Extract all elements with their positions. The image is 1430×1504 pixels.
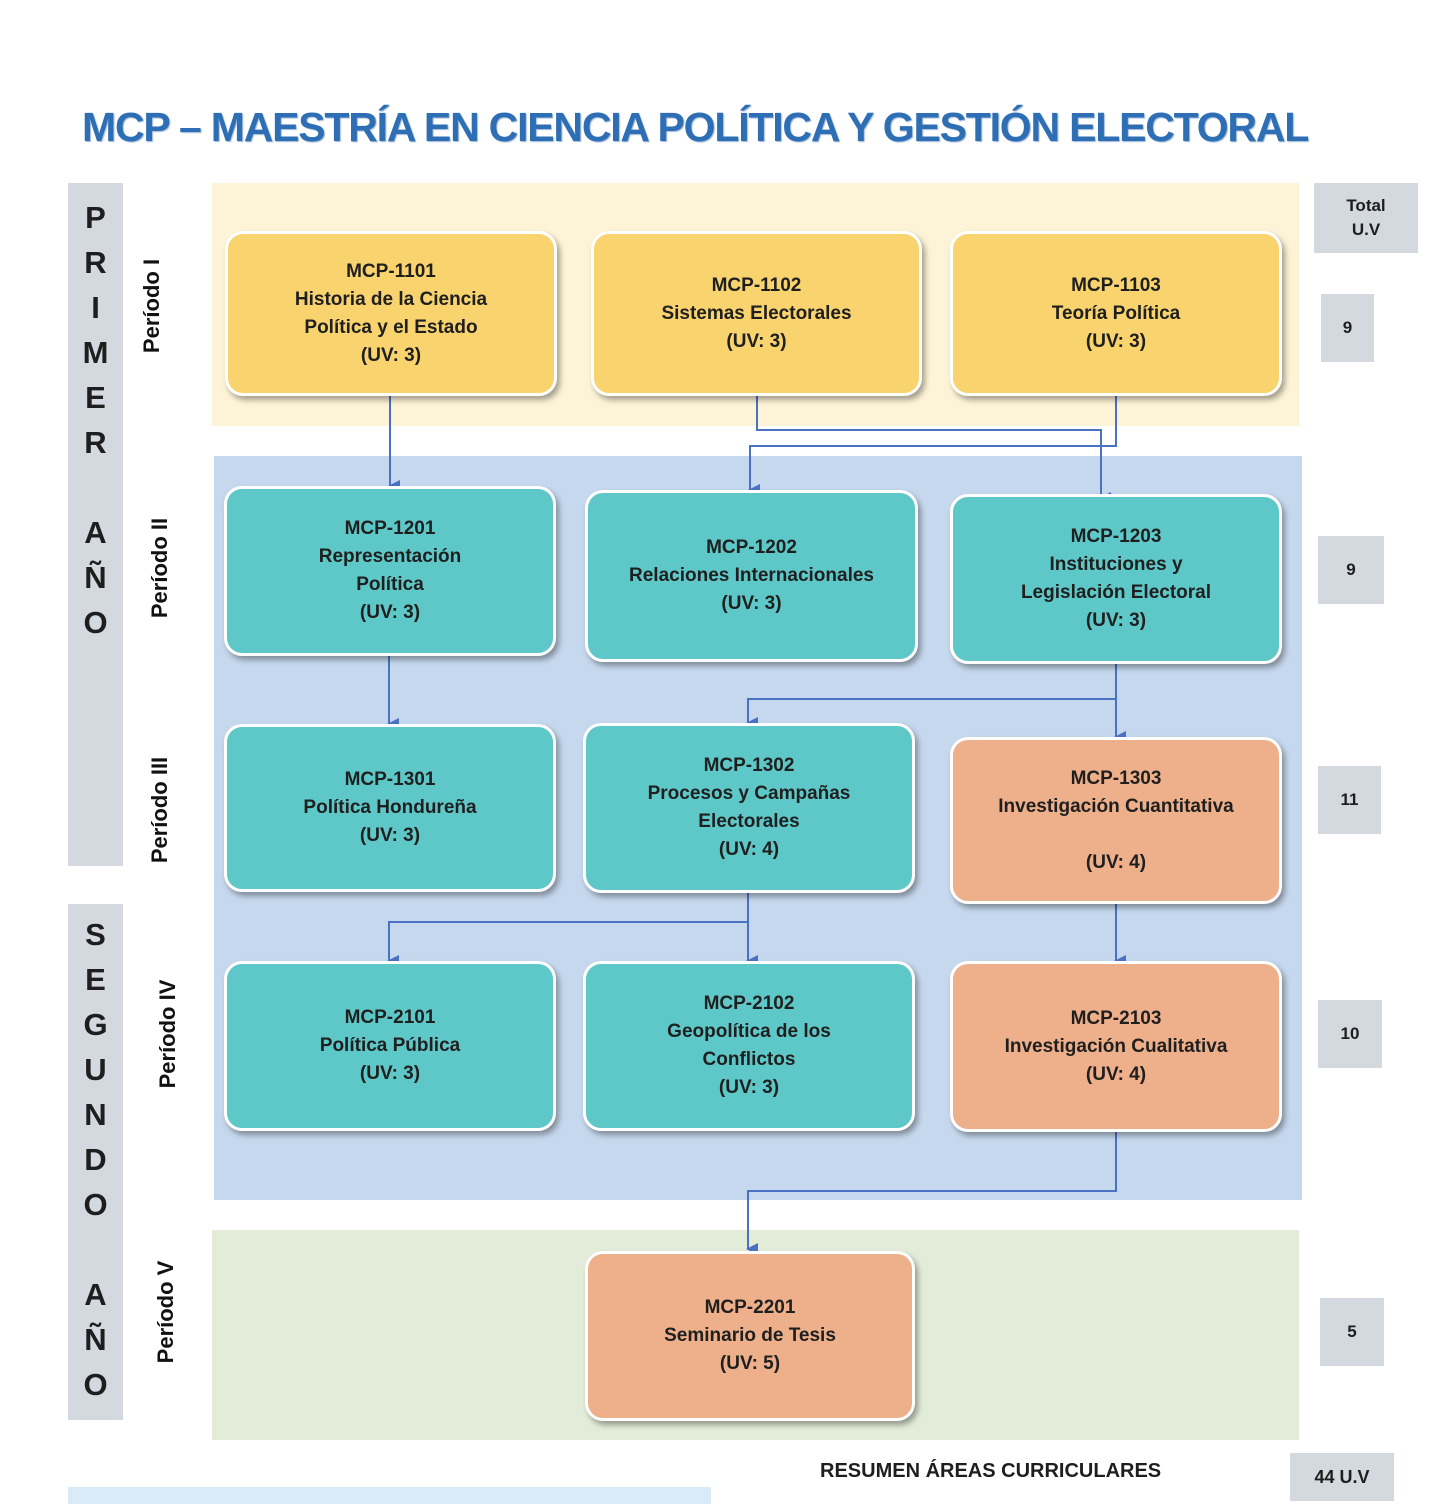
connector-1302-2101 [387, 892, 749, 967]
year-letter: O [83, 605, 108, 640]
course-code: MCP-1302 [703, 755, 795, 776]
course-name-line1: Procesos y Campañas [647, 783, 851, 804]
course-code: MCP-2101 [344, 1007, 436, 1028]
year-letter: S [85, 917, 106, 952]
course-code: MCP-2102 [703, 993, 795, 1014]
year-letter: M [82, 335, 109, 370]
summary-areas-label: RESUMEN ÁREAS CURRICULARES [820, 1460, 1162, 1482]
course-code: MCP-2201 [704, 1297, 796, 1318]
uv-total-period-3: 11 [1318, 766, 1381, 834]
course-code: MCP-1103 [1071, 274, 1161, 296]
course-code: MCP-1203 [1070, 526, 1162, 547]
course-uv: (UV: 3) [1085, 610, 1147, 631]
course-uv: (UV: 4) [1085, 1063, 1147, 1085]
course-uv: (UV: 3) [359, 602, 421, 623]
year-letter: N [84, 1097, 107, 1132]
year-letter: Ñ [84, 560, 107, 595]
year-letter: O [83, 1367, 108, 1402]
course-code: MCP-1201 [344, 518, 436, 539]
course-mcp-1201[interactable]: MCP-1201 Representación Política (UV: 3) [224, 486, 556, 656]
course-name-line1: Historia de la Ciencia [294, 288, 488, 310]
connector-2103-2201 [746, 1132, 1117, 1255]
course-mcp-2201[interactable]: MCP-2201 Seminario de Tesis (UV: 5) [585, 1251, 915, 1421]
uv-header-line1: Total [1346, 196, 1386, 215]
course-code: MCP-1202 [706, 537, 797, 558]
course-name-line2: Legislación Electoral [1020, 582, 1212, 603]
course-mcp-2102[interactable]: MCP-2102 Geopolítica de los Conflictos (… [583, 961, 915, 1131]
course-name-line1: Relaciones Internacionales [629, 565, 874, 586]
course-mcp-2101[interactable]: MCP-2101 Política Pública (UV: 3) [224, 961, 556, 1131]
course-mcp-1101[interactable]: MCP-1101 Historia de la Ciencia Política… [225, 231, 557, 396]
uv-total-period-4: 10 [1318, 1000, 1382, 1068]
course-uv: (UV: 3) [359, 1063, 421, 1084]
uv-header-line2: U.V [1351, 220, 1381, 239]
course-mcp-1301[interactable]: MCP-1301 Política Hondureña (UV: 3) [224, 724, 556, 892]
year-letter: P [85, 200, 106, 235]
uv-grand-total: 44 U.V [1290, 1453, 1394, 1501]
year-letter: Ñ [84, 1322, 107, 1357]
course-uv: (UV: 3) [721, 593, 782, 614]
course-uv: (UV: 4) [718, 839, 780, 860]
year-letter: E [85, 962, 106, 997]
uv-total-header: Total U.V [1314, 183, 1418, 253]
course-name-line2: Política y el Estado [304, 316, 478, 338]
course-uv: (UV: 4) [1085, 851, 1147, 873]
course-name-line1: Investigación Cualitativa [1004, 1035, 1228, 1057]
course-mcp-1203[interactable]: MCP-1203 Instituciones y Legislación Ele… [950, 494, 1282, 664]
course-name-line1: Sistemas Electorales [661, 302, 852, 324]
course-name-line1: Instituciones y [1049, 554, 1183, 575]
year-letter: R [84, 425, 107, 460]
course-name-line1: Teoría Política [1051, 302, 1181, 324]
course-uv: (UV: 3) [718, 1077, 780, 1098]
course-code: MCP-1301 [344, 769, 436, 790]
course-name-line1: Investigación Cuantitativa [998, 795, 1234, 817]
year-letter: E [85, 380, 106, 415]
connector-1103-1202 [748, 396, 1117, 496]
year-letter: I [91, 290, 100, 325]
year-letter: U [84, 1052, 107, 1087]
year-letter: R [84, 245, 107, 280]
course-mcp-2103[interactable]: MCP-2103 Investigación Cualitativa (UV: … [950, 961, 1282, 1132]
course-name-line2: Política [356, 574, 424, 595]
course-mcp-1303[interactable]: MCP-1303 Investigación Cuantitativa (UV:… [950, 737, 1282, 904]
course-name-line2: Electorales [698, 811, 800, 832]
course-name-line1: Política Pública [319, 1035, 461, 1056]
connector-1203-1302 [746, 664, 1117, 729]
course-mcp-1102[interactable]: MCP-1102 Sistemas Electorales (UV: 3) [591, 231, 922, 396]
year-letter: G [83, 1007, 108, 1042]
connector-1102-1203 [756, 396, 1111, 504]
course-name-line1: Política Hondureña [303, 797, 477, 818]
year-letter: D [84, 1142, 107, 1177]
course-uv: (UV: 3) [360, 344, 422, 366]
course-code: MCP-2103 [1070, 1007, 1162, 1029]
course-code: MCP-1101 [346, 260, 436, 282]
bottom-section-strip [68, 1487, 711, 1504]
year-letter: A [84, 1277, 107, 1312]
course-name-line1: Geopolítica de los [667, 1021, 831, 1042]
uv-total-period-2: 9 [1318, 536, 1384, 604]
year-letter: O [83, 1187, 108, 1222]
uv-total-period-5: 5 [1320, 1298, 1384, 1366]
course-code: MCP-1303 [1070, 767, 1162, 789]
uv-total-period-1: 9 [1321, 294, 1374, 362]
course-name-line2: Conflictos [702, 1049, 796, 1070]
course-code: MCP-1102 [711, 274, 802, 296]
year-letter: A [84, 515, 107, 550]
course-mcp-1302[interactable]: MCP-1302 Procesos y Campañas Electorales… [583, 723, 915, 893]
course-uv: (UV: 3) [1085, 330, 1147, 352]
course-mcp-1202[interactable]: MCP-1202 Relaciones Internacionales (UV:… [585, 490, 918, 662]
course-uv: (UV: 5) [719, 1353, 781, 1374]
course-uv: (UV: 3) [726, 330, 787, 352]
course-name-line1: Seminario de Tesis [664, 1325, 836, 1346]
course-mcp-1103[interactable]: MCP-1103 Teoría Política (UV: 3) [950, 231, 1282, 396]
course-uv: (UV: 3) [359, 825, 421, 846]
course-name-line1: Representación [318, 546, 462, 567]
page-title: MCP – MAESTRÍA EN CIENCIA POLÍTICA Y GES… [82, 104, 1309, 150]
